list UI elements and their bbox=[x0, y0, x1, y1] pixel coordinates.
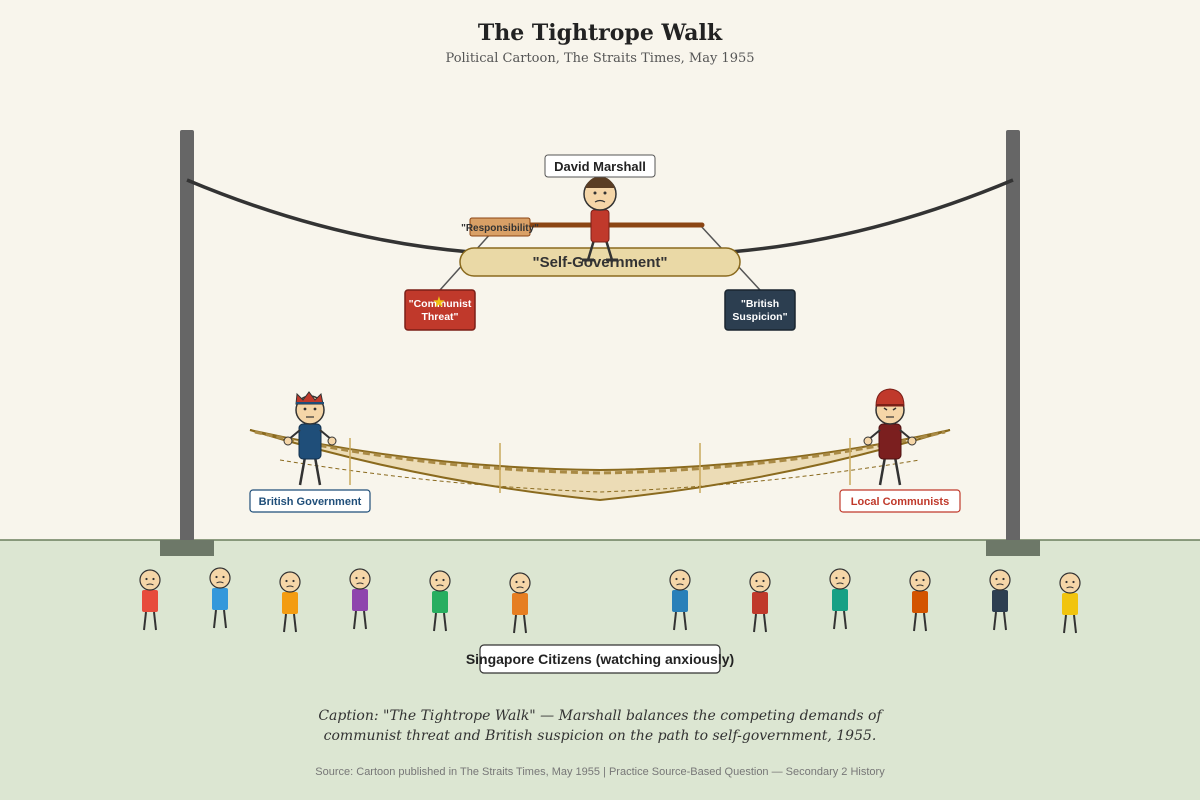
citizen-figure bbox=[1059, 572, 1081, 634]
communist-threat-weight: "Communist Threat" ★ bbox=[404, 289, 476, 331]
british-government-name: British Government bbox=[259, 496, 362, 508]
right-pole bbox=[986, 130, 1040, 556]
citizen-crowd bbox=[139, 567, 1081, 634]
caption-line-2: communist threat and British suspicion o… bbox=[324, 728, 877, 744]
david-marshall-tag: David Marshall bbox=[544, 154, 656, 178]
citizen-figure bbox=[669, 569, 691, 631]
communist-threat-line2: Threat" bbox=[421, 311, 458, 323]
tightrope bbox=[186, 178, 1014, 254]
citizen-figure bbox=[139, 569, 161, 631]
citizen-figure bbox=[209, 567, 231, 629]
british-suspicion-weight: "British Suspicion" bbox=[724, 289, 796, 331]
caption-line-1: Caption: "The Tightrope Walk" — Marshall… bbox=[318, 708, 884, 724]
local-communists-name: Local Communists bbox=[851, 496, 949, 508]
local-communists-figure bbox=[863, 388, 917, 486]
citizen-figure bbox=[909, 570, 931, 632]
self-government-banner: "Self-Government" bbox=[459, 247, 741, 277]
responsibility-label-box: "Responsibility" bbox=[461, 217, 539, 237]
self-government-label: "Self-Government" bbox=[532, 254, 667, 271]
citizens-label-box: Singapore Citizens (watching anxiously) bbox=[466, 644, 734, 674]
citizen-figure bbox=[989, 569, 1011, 631]
page-title: The Tightrope Walk bbox=[478, 20, 723, 46]
citizen-figure bbox=[429, 570, 451, 632]
david-marshall-figure bbox=[582, 176, 618, 262]
safety-net bbox=[249, 429, 951, 502]
british-suspicion-line1: "British bbox=[741, 298, 779, 310]
source-note: Source: Cartoon published in The Straits… bbox=[315, 766, 885, 778]
british-government-figure bbox=[283, 391, 337, 486]
british-government-tag: British Government bbox=[249, 489, 371, 513]
star-icon: ★ bbox=[432, 294, 445, 311]
citizens-label: Singapore Citizens (watching anxiously) bbox=[466, 651, 734, 667]
responsibility-label: "Responsibility" bbox=[461, 223, 539, 234]
page-subtitle: Political Cartoon, The Straits Times, Ma… bbox=[445, 51, 754, 66]
left-pole bbox=[160, 130, 214, 556]
communist-threat-line1: "Communist bbox=[409, 298, 472, 310]
david-marshall-name: David Marshall bbox=[554, 159, 646, 174]
citizen-figure bbox=[349, 568, 371, 630]
citizen-figure bbox=[829, 568, 851, 630]
citizen-figure bbox=[749, 571, 771, 633]
cap-icon bbox=[875, 388, 905, 407]
citizen-figure bbox=[509, 572, 531, 634]
british-suspicion-line2: Suspicion" bbox=[732, 311, 787, 323]
citizen-figure bbox=[279, 571, 301, 633]
local-communists-tag: Local Communists bbox=[839, 489, 961, 513]
